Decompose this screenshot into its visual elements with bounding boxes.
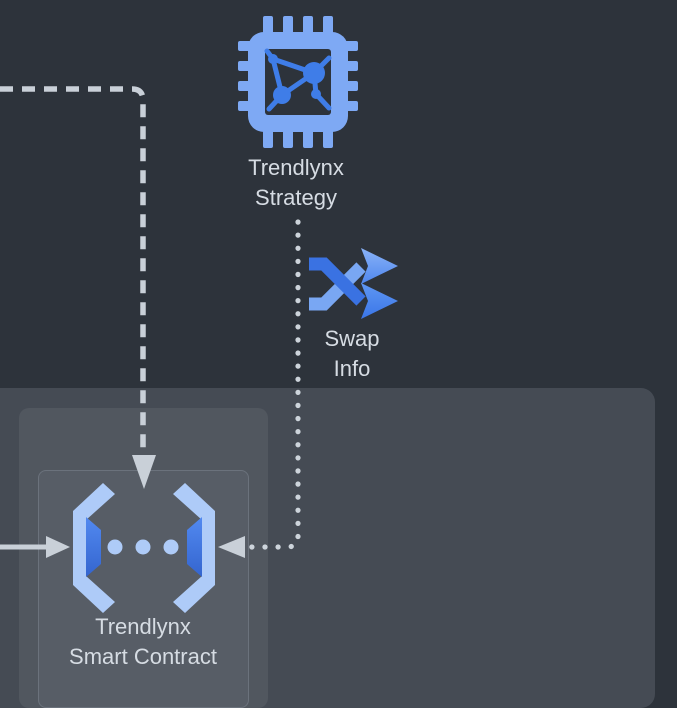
smart-contract-label[interactable]: Trendlynx Smart Contract [13,612,273,672]
swap-info-label[interactable]: Swap Info [292,324,412,384]
smart-contract-node[interactable] [71,483,217,613]
code-brackets-icon [73,483,215,613]
strategy-label-line1: Trendlynx [248,155,344,180]
chip-network-icon [238,16,358,148]
contract-node-box[interactable] [38,470,249,708]
swap-info-label-line1: Swap [324,326,380,351]
smart-contract-label-line1: Trendlynx [95,614,191,639]
swap-info-label-line2: Info [333,356,371,381]
strategy-label-line2: Strategy [255,185,337,210]
diagram-canvas: { "canvas": { "width": 677, "height": 68… [0,16,655,708]
strategy-label[interactable]: Trendlynx Strategy [176,153,416,213]
swap-info-node[interactable] [306,244,398,324]
smart-contract-label-line2: Smart Contract [69,644,217,669]
shuffle-arrows-icon [309,248,398,319]
strategy-node[interactable] [238,16,358,148]
